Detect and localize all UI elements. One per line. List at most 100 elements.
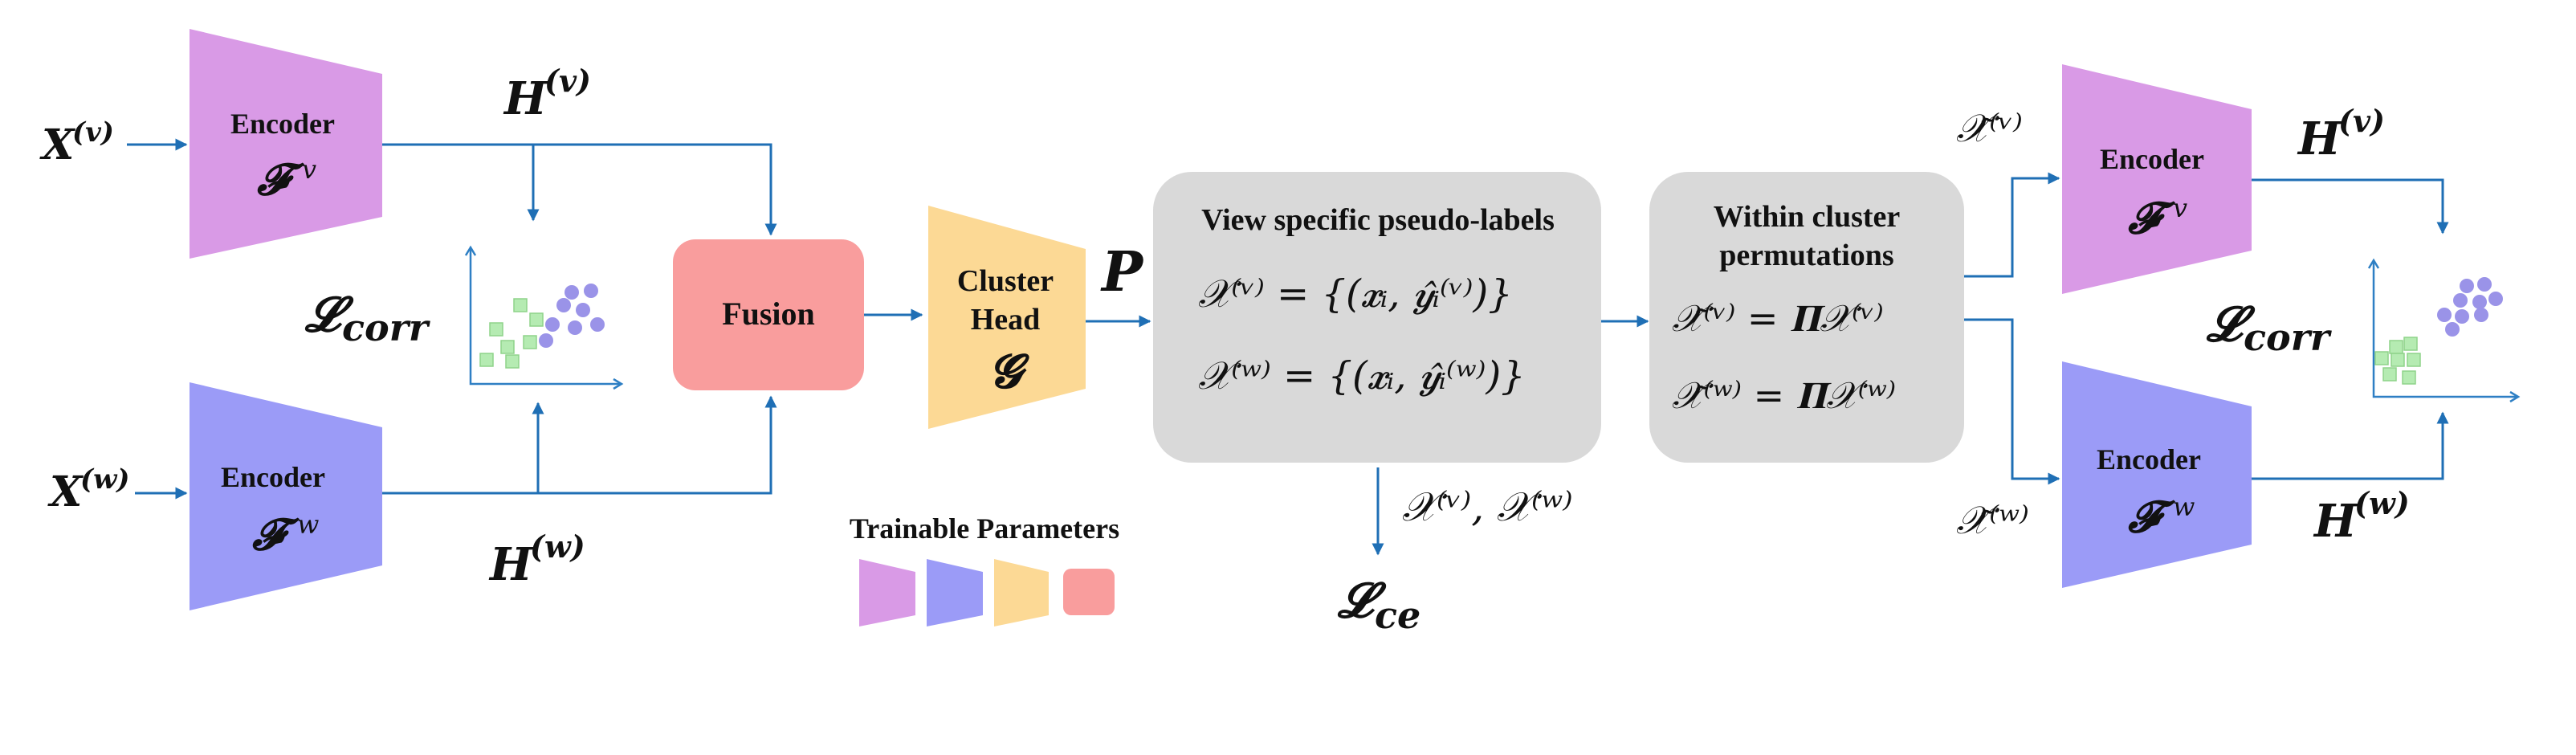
- encoder-v-right-label: Encoder: [2100, 143, 2204, 175]
- pseudo-label-title: View specific pseudo-labels: [1201, 203, 1555, 237]
- scatter-square: [2402, 370, 2416, 385]
- h-w-left: H (w): [488, 528, 585, 591]
- pseudo-label-box: View specific pseudo-labels 𝒳⁽ᵛ⁾ = {(𝒙ᵢ,…: [1153, 172, 1601, 463]
- loss-corr-right-sub: corr: [2244, 316, 2333, 359]
- scatter-circle: [2460, 279, 2474, 293]
- scatter-square: [2391, 353, 2405, 367]
- legend-encoder-w-swatch: [927, 559, 983, 626]
- scatter-square: [489, 322, 503, 337]
- pseudo-label-eq-v: 𝒳⁽ᵛ⁾ = {(𝒙ᵢ, 𝒚̂ᵢ⁽ᵛ⁾)}: [1198, 271, 1513, 316]
- arrow-perm-to-encoder-w: [1964, 318, 2060, 485]
- h-v-left-main: H: [503, 72, 548, 125]
- encoder-v-right-shape: [2062, 64, 2252, 294]
- encoder-w-right-shape: [2062, 361, 2252, 588]
- loss-corr-left-sub: corr: [342, 306, 431, 349]
- scatter-circle: [576, 303, 590, 317]
- permutation-eq-w: 𝒳̃⁽ʷ⁾ = 𝚷𝒳⁽ʷ⁾: [1672, 373, 1896, 417]
- encoder-v-left-sup: v: [302, 154, 316, 185]
- encoder-w-left-label: Encoder: [221, 461, 325, 493]
- legend-fusion-swatch: [1063, 569, 1115, 615]
- scatter-left-points: [479, 284, 605, 369]
- scatter-circle: [2445, 322, 2460, 337]
- h-v-right-sup: (v): [2338, 103, 2385, 139]
- h-w-right: H (w): [2313, 485, 2410, 548]
- scatter-circle: [2488, 292, 2503, 306]
- scatter-square: [479, 353, 494, 367]
- scatter-square: [2382, 367, 2397, 382]
- scatter-left-axes: [469, 249, 620, 386]
- p-label: P: [1100, 240, 1144, 304]
- encoder-v-left-label: Encoder: [230, 108, 335, 140]
- encoder-w-left-sup: w: [297, 509, 319, 540]
- scatter-left-y-tip: [464, 245, 477, 256]
- pseudo-label-shape: [1153, 172, 1601, 463]
- scatter-square: [505, 354, 520, 369]
- cluster-head-shape: [928, 206, 1086, 429]
- loss-corr-right: 𝓛 corr: [2206, 296, 2333, 359]
- scatter-circle: [556, 298, 571, 312]
- h-v-right-main: H: [2297, 112, 2342, 165]
- h-v-right: H (v): [2297, 103, 2385, 165]
- scatter-circle: [590, 317, 605, 332]
- pseudo-outputs-label: 𝒳⁽ᵛ⁾, 𝒳⁽ʷ⁾: [1402, 484, 1573, 530]
- scatter-circle: [565, 285, 579, 300]
- scatter-square: [513, 298, 528, 312]
- encoder-w-right: Encoder 𝓕 w: [2062, 361, 2252, 588]
- h-v-left: H (v): [503, 63, 591, 125]
- fusion-shape: [673, 239, 864, 390]
- legend-cluster-head-swatch: [994, 559, 1049, 626]
- h-v-left-sup: (v): [544, 63, 591, 99]
- scatter-square: [2407, 353, 2421, 367]
- scatter-left-x-tip: [613, 378, 624, 390]
- right-input-v: 𝒳̃⁽ᵛ⁾: [1956, 106, 2023, 151]
- encoder-v-left-shape: [190, 29, 382, 259]
- scatter-square: [529, 312, 544, 327]
- fusion-label: Fusion: [722, 296, 815, 332]
- scatter-right-points: [2374, 277, 2503, 385]
- scatter-circle: [584, 284, 598, 298]
- h-w-left-sup: (w): [530, 528, 585, 565]
- h-w-right-main: H: [2313, 495, 2358, 548]
- scatter-circle: [2472, 295, 2487, 309]
- scatter-right-axes: [2372, 262, 2517, 398]
- input-xv-sup: (v): [72, 116, 114, 149]
- scatter-circle: [2437, 308, 2452, 322]
- encoder-w-left: Encoder 𝓕 w: [190, 382, 382, 610]
- loss-ce-sub: ce: [1375, 594, 1420, 637]
- scatter-square: [2374, 351, 2389, 365]
- loss-corr-left: 𝓛 corr: [304, 287, 431, 349]
- legend-trainable: Trainable Parameters: [850, 512, 1119, 626]
- scatter-circle: [568, 320, 582, 335]
- arrow-perm-to-encoder-v: [1964, 172, 2060, 278]
- scatter-square: [2403, 337, 2418, 351]
- encoder-w-right-sup: w: [2173, 492, 2195, 522]
- input-xw-main: X: [47, 467, 84, 516]
- input-xw-sup: (w): [80, 463, 129, 496]
- cluster-head-line2: Head: [971, 303, 1041, 337]
- scatter-square: [2389, 340, 2403, 354]
- scatter-plot-left: [464, 245, 624, 390]
- scatter-circle: [2453, 293, 2468, 308]
- encoder-w-left-shape: [190, 382, 382, 610]
- scatter-circle: [2474, 308, 2488, 322]
- scatter-right-y-tip: [2367, 258, 2380, 269]
- input-xv: X (v): [39, 116, 114, 169]
- scatter-square: [523, 335, 537, 349]
- h-w-left-main: H: [488, 538, 534, 591]
- scatter-circle: [2477, 277, 2492, 292]
- fusion-block: Fusion: [673, 239, 864, 390]
- legend-encoder-v-swatch: [859, 559, 915, 626]
- permutation-line1: Within cluster: [1714, 200, 1901, 234]
- encoder-v-right: Encoder 𝓕 v: [2062, 64, 2252, 294]
- arrow-hw-to-fusion: [382, 395, 777, 495]
- cluster-head-line1: Cluster: [957, 264, 1054, 298]
- permutation-box: Within cluster permutations 𝒳̃⁽ᵛ⁾ = 𝚷𝒳⁽ᵛ…: [1649, 172, 1964, 463]
- encoder-v-left: Encoder 𝓕 v: [190, 29, 382, 259]
- arrow-right-hv-to-plot: [2252, 178, 2449, 235]
- legend-title: Trainable Parameters: [850, 512, 1119, 545]
- input-xv-main: X: [39, 120, 76, 169]
- scatter-square: [500, 340, 515, 354]
- right-input-w: 𝒳̃⁽ʷ⁾: [1956, 498, 2029, 543]
- scatter-circle: [539, 333, 553, 348]
